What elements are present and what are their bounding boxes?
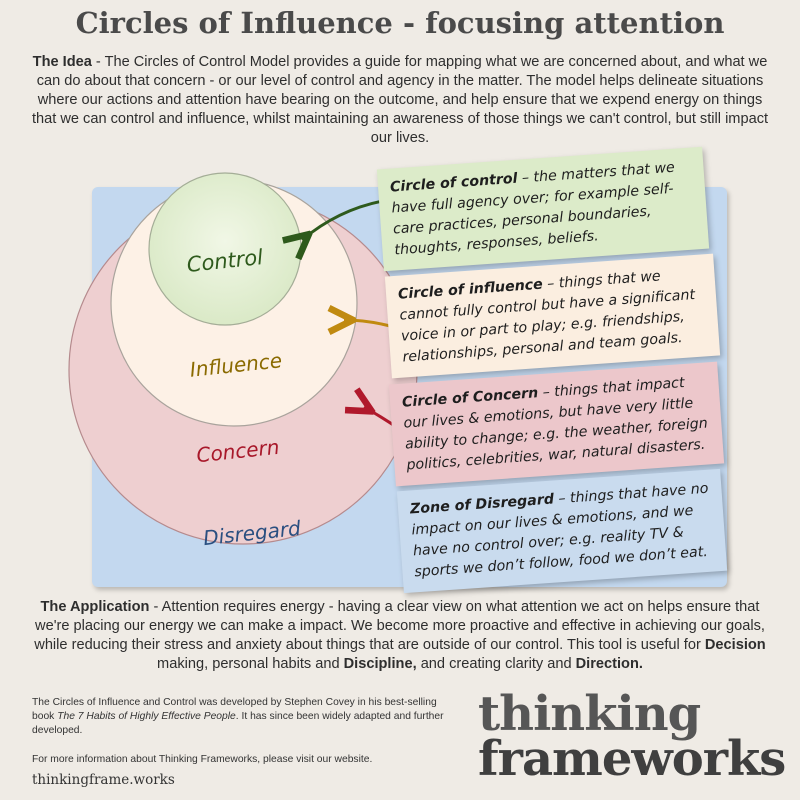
credit-text-end: . It has since been widely adapted and f…	[32, 711, 444, 736]
logo-thinking: thinking	[478, 686, 701, 742]
credit-note: The Circles of Influence and Control was…	[32, 696, 452, 738]
logo-frameworks: frameworks	[478, 731, 786, 787]
page-title: Circles of Influence - focusing attentio…	[75, 6, 725, 40]
card-control-heading: Circle of control	[389, 170, 519, 196]
application-bold-decision: Decision	[704, 637, 766, 653]
credit-book-title: The 7 Habits of Highly Effective People	[57, 711, 236, 722]
application-text-3: and creating clarity and	[416, 656, 576, 672]
card-control-text: – the matters that we have full agency o…	[391, 159, 676, 259]
idea-text: - The Circles of Control Model provides …	[31, 54, 769, 146]
website-link[interactable]: thinkingframe.works	[32, 772, 175, 788]
application-text-1: - Attention requires energy - having a c…	[34, 599, 765, 653]
more-info-note: For more information about Thinking Fram…	[32, 754, 373, 765]
idea-label: The Idea	[32, 54, 92, 70]
application-paragraph: The Application - Attention requires ene…	[26, 598, 774, 674]
application-text-2: making, personal habits and	[157, 656, 344, 672]
idea-paragraph: The Idea - The Circles of Control Model …	[26, 53, 774, 148]
application-label: The Application	[40, 599, 150, 615]
card-disregard-text: – things that have no impact on our live…	[411, 480, 709, 581]
application-bold-discipline: Discipline,	[343, 656, 417, 672]
application-bold-direction: Direction.	[575, 656, 643, 672]
credit-text: The Circles of Influence and Control was…	[32, 697, 437, 722]
card-concern-text: – things that impact our lives & emotion…	[403, 374, 709, 474]
